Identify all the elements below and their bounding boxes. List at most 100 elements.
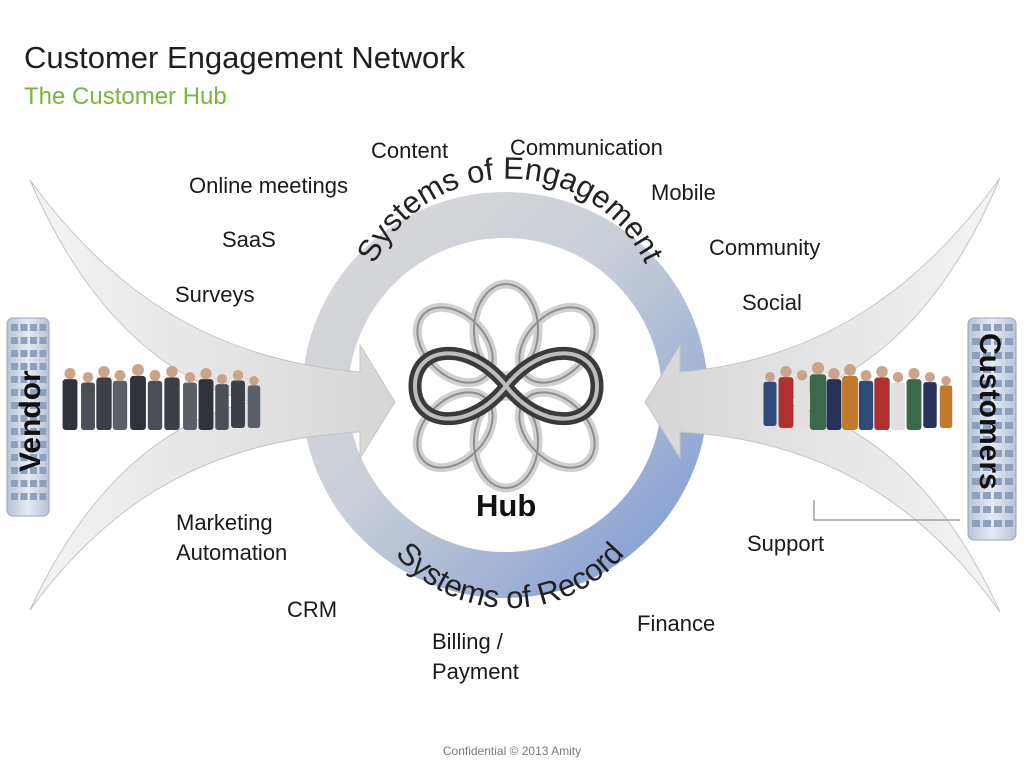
badge-window (1005, 394, 1013, 401)
badge-window (11, 350, 18, 357)
badge-window (39, 337, 47, 344)
person-figure (81, 382, 95, 430)
label-crm: CRM (287, 597, 338, 622)
badge-window (20, 493, 28, 500)
badge-window (20, 324, 28, 331)
badge-window (994, 394, 1002, 401)
badge-window (39, 376, 47, 383)
badge-window (20, 363, 28, 370)
badge-window (20, 415, 28, 422)
badge-window (39, 454, 47, 461)
badge-window (983, 352, 991, 359)
badge-window (1005, 408, 1013, 415)
badge-window (39, 480, 47, 487)
badge-window (11, 454, 18, 461)
badge-window (983, 492, 991, 499)
badge-window (972, 450, 980, 457)
badge-window (30, 415, 37, 422)
badge-window (30, 337, 37, 344)
badge-window (972, 352, 980, 359)
vendor-badge: Vendor (6, 317, 50, 517)
badge-window (20, 350, 28, 357)
badge-window (30, 363, 37, 370)
badge-window (11, 363, 18, 370)
person-figure (215, 384, 229, 430)
infinity-knot-icon (408, 279, 604, 493)
person-figure (923, 382, 937, 428)
badge-window (994, 506, 1002, 513)
badge-window (972, 366, 980, 373)
badge-window (1005, 380, 1013, 387)
badge-window (20, 402, 28, 409)
badge-window (972, 506, 980, 513)
badge-window (39, 402, 47, 409)
badge-window (39, 415, 47, 422)
badge-window (11, 324, 18, 331)
badge-window (11, 337, 18, 344)
customer-arrow (644, 177, 1001, 613)
person-figure (130, 375, 146, 430)
badge-window (39, 324, 47, 331)
badge-window (983, 408, 991, 415)
badge-window (1005, 450, 1013, 457)
person-figure (891, 382, 905, 430)
badge-window (983, 464, 991, 471)
label-saas: SaaS (222, 227, 276, 252)
vendor-label: Vendor (14, 370, 47, 472)
badge-window (994, 478, 1002, 485)
badge-window (1005, 436, 1013, 443)
badge-window (972, 492, 980, 499)
page-title: Customer Engagement Network (24, 40, 466, 75)
person-figure (763, 381, 777, 426)
page-subtitle: The Customer Hub (24, 83, 227, 110)
badge-window (11, 480, 18, 487)
badge-window (11, 441, 18, 448)
badge-window (972, 436, 980, 443)
badge-window (20, 337, 28, 344)
badge-window (1005, 352, 1013, 359)
badge-window (20, 467, 28, 474)
person-figure (906, 379, 922, 430)
badge-window (1005, 478, 1013, 485)
badge-window (972, 520, 980, 527)
label-community: Community (709, 235, 821, 260)
person-figure (874, 377, 890, 430)
badge-window (994, 324, 1002, 331)
badge-window (39, 363, 47, 370)
label-billing-payment: Billing / Payment (432, 629, 519, 684)
badge-window (39, 389, 47, 396)
badge-window (30, 454, 37, 461)
badge-window (11, 389, 18, 396)
badge-window (20, 441, 28, 448)
badge-window (30, 493, 37, 500)
badge-window (20, 376, 28, 383)
person-figure (198, 379, 214, 430)
badge-window (983, 338, 991, 345)
badge-window (39, 493, 47, 500)
label-social: Social (742, 290, 802, 315)
badge-window (972, 408, 980, 415)
badge-window (1005, 492, 1013, 499)
label-mobile: Mobile (651, 180, 716, 205)
badge-window (39, 441, 47, 448)
support-bracket (813, 500, 960, 521)
badge-window (972, 464, 980, 471)
badge-window (983, 380, 991, 387)
badge-window (994, 464, 1002, 471)
badge-window (39, 428, 47, 435)
badge-window (994, 492, 1002, 499)
person-figure (62, 379, 78, 430)
badge-window (39, 350, 47, 357)
badge-window (30, 402, 37, 409)
badge-window (972, 324, 980, 331)
badge-window (983, 366, 991, 373)
person-figure (858, 380, 874, 430)
badge-window (983, 520, 991, 527)
label-surveys: Surveys (175, 282, 255, 307)
badge-window (30, 428, 37, 435)
badge-window (972, 394, 980, 401)
person-figure (164, 377, 180, 430)
badge-window (972, 478, 980, 485)
badge-window (30, 350, 37, 357)
badge-window (11, 428, 18, 435)
